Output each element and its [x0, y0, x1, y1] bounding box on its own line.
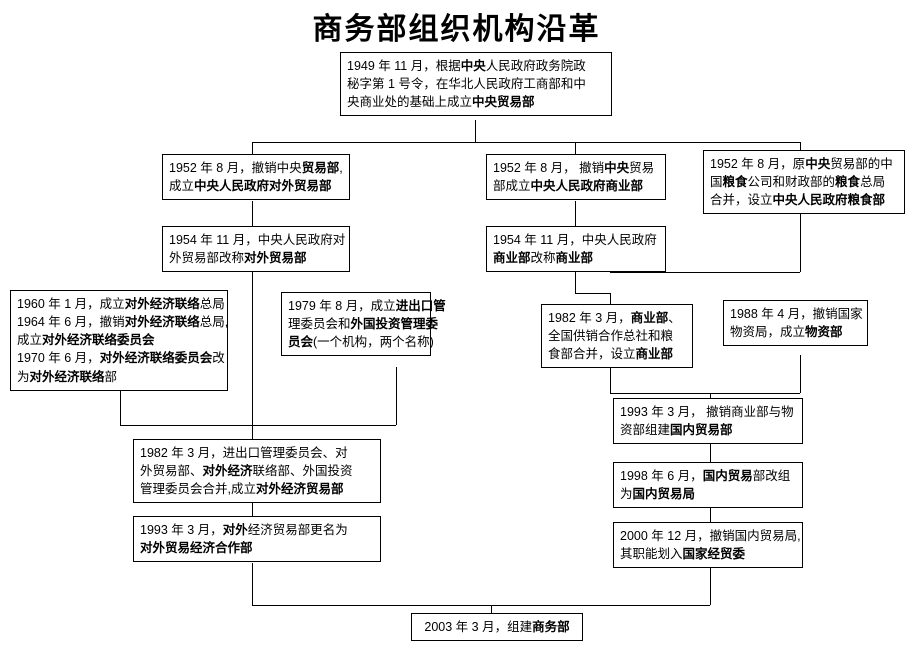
- node-line: 外贸易部、对外经济联络部、外国投资: [140, 464, 353, 479]
- node-1960-economic-liaison[interactable]: 1960 年 1 月，成立对外经济联络总局 1964 年 6 月，撤销对外经济联络…: [10, 290, 228, 391]
- node-line: 食部合并，设立商业部: [548, 347, 674, 362]
- node-line: 管理委员会合并,成立对外经济贸易部: [140, 482, 344, 497]
- node-1952-grain[interactable]: 1952 年 8 月，原中央贸易部的中国粮食公司和财政部的粮食总局合并，设立中央…: [703, 150, 905, 215]
- node-line: 国粮食公司和财政部的粮食总局: [710, 175, 886, 190]
- node-line: 1993 年 3 月， 撤销商业部与物: [620, 405, 794, 419]
- node-line: 成立中央人民政府对外贸易部: [169, 179, 332, 194]
- node-line: 员会(一个机构，两个名称): [288, 335, 434, 350]
- node-line: 1970 年 6 月，对外经济联络委员会改: [17, 351, 225, 366]
- node-line: 1952 年 8 月， 撤销中央贸易: [493, 161, 655, 175]
- connector-foreign-1982-to-1993: [252, 500, 253, 516]
- node-line: 合并，设立中央人民政府粮食部: [710, 193, 886, 208]
- connector-drop-commerce-1952: [575, 142, 576, 154]
- node-1988-material[interactable]: 1988 年 4 月，撤销国家物资局，成立物资部: [723, 300, 868, 347]
- connector-drop-foreign-1952: [252, 142, 253, 154]
- node-line: 外贸易部改称对外贸易部: [169, 251, 307, 266]
- node-1949-central-trade[interactable]: 1949 年 11 月，根据中央人民政府政务院政秘字第 1 号令，在华北人民政府…: [340, 52, 612, 117]
- node-1954-foreign-trade[interactable]: 1954 年 11 月，中央人民政府对外贸易部改称对外贸易部: [162, 226, 350, 273]
- node-2000-state-economic-trade[interactable]: 2000 年 12 月，撤销国内贸易局, 其职能划入国家经贸委: [613, 522, 803, 569]
- node-1979-import-export-committee[interactable]: 1979 年 8 月，成立进出口管理委员会和外国投资管理委员会(一个机构，两个名…: [281, 292, 446, 357]
- node-line: 物资局，成立物资部: [730, 325, 843, 340]
- connector-foreign-1993-down: [252, 563, 253, 605]
- connector-grain-down: [800, 212, 801, 272]
- connector-grain-across: [610, 272, 800, 273]
- connector-domestic-1998-to-2000: [710, 506, 711, 522]
- connector-domestic-2000-down: [710, 568, 711, 605]
- node-1954-commerce[interactable]: 1954 年 11 月，中央人民政府商业部改称商业部: [486, 226, 666, 273]
- connector-liaison-down: [120, 385, 121, 425]
- connector-into-1982-foreign: [252, 425, 253, 439]
- node-1993-domestic-trade[interactable]: 1993 年 3 月， 撤销商业部与物资部组建国内贸易部: [613, 398, 803, 445]
- node-line: 1982 年 3 月，进出口管理委员会、对: [140, 446, 348, 460]
- node-line: 2000 年 12 月，撤销国内贸易局,: [620, 529, 801, 543]
- connector-commerce-1954-down: [575, 271, 576, 293]
- connector-drop-grain-1952: [800, 142, 801, 150]
- connector-liaison-across: [120, 425, 252, 426]
- node-line: 1952 年 8 月，原中央贸易部的中: [710, 157, 893, 171]
- connector-root-stem: [475, 120, 476, 142]
- node-line: 1964 年 6 月，撤销对外经济联络总局,: [17, 315, 229, 330]
- connector-commerce-into-1982: [610, 293, 611, 304]
- node-line: 秘字第 1 号令，在华北人民政府工商部和中: [347, 77, 586, 92]
- node-line: 为国内贸易局: [620, 487, 696, 502]
- connector-commerce-1954-across: [575, 293, 610, 294]
- node-1982-foreign-economic-trade[interactable]: 1982 年 3 月，进出口管理委员会、对外贸易部、对外经济联络部、外国投资管理…: [133, 439, 381, 504]
- node-1952-foreign-trade[interactable]: 1952 年 8 月，撤销中央贸易部, 成立中央人民政府对外贸易部: [162, 154, 350, 201]
- connector-1982-commerce-down: [610, 363, 611, 393]
- connector-domestic-1993-to-1998: [710, 444, 711, 462]
- node-line: 1954 年 11 月，中央人民政府对: [169, 233, 346, 247]
- node-line: 1960 年 1 月，成立对外经济联络总局: [17, 297, 225, 311]
- page-title: 商务部组织机构沿革: [312, 12, 601, 47]
- connector-1988-down: [800, 355, 801, 393]
- node-line: 对外贸易经济合作部: [140, 541, 253, 556]
- connector-import-across: [252, 425, 396, 426]
- connector-1982-to-1993-across: [610, 393, 710, 394]
- node-line: 资部组建国内贸易部: [620, 423, 733, 438]
- node-line: 为对外经济联络部: [17, 369, 118, 384]
- node-line: 理委员会和外国投资管理委: [288, 317, 439, 332]
- node-1952-commerce[interactable]: 1952 年 8 月， 撤销中央贸易部成立中央人民政府商业部: [486, 154, 666, 201]
- node-1998-domestic-trade-bureau[interactable]: 1998 年 6 月，国内贸易部改组为国内贸易局: [613, 462, 803, 509]
- node-line: 1949 年 11 月，根据中央人民政府政务院政: [347, 59, 586, 73]
- node-line: 1993 年 3 月，对外经济贸易部更名为: [140, 523, 348, 537]
- connector-into-2003: [491, 605, 492, 613]
- node-line: 2003 年 3 月，组建商务部: [424, 620, 570, 634]
- connector-foreign-1952-to-1954: [252, 201, 253, 226]
- node-line: 1979 年 8 月，成立进出口管: [288, 299, 446, 313]
- connector-foreign-1954-to-1982: [252, 271, 253, 439]
- connector-into-1993-domestic: [710, 393, 711, 398]
- connector-bottom-bus: [252, 605, 710, 606]
- node-line: 部成立中央人民政府商业部: [493, 179, 644, 194]
- connector-commerce-1952-to-1954: [575, 201, 576, 226]
- node-2003-mofcom[interactable]: 2003 年 3 月，组建商务部: [411, 613, 583, 642]
- connector-1988-across: [710, 393, 800, 394]
- node-line: 1982 年 3 月，商业部、: [548, 311, 681, 325]
- node-line: 成立对外经济联络委员会: [17, 333, 155, 348]
- node-line: 全国供销合作总社和粮: [548, 329, 674, 344]
- node-line: 1952 年 8 月，撤销中央贸易部,: [169, 161, 343, 175]
- node-line: 其职能划入国家经贸委: [620, 547, 746, 562]
- node-line: 1998 年 6 月，国内贸易部改组: [620, 469, 791, 483]
- node-line: 商业部改称商业部: [493, 251, 594, 266]
- node-1993-foreign-trade-cooperation[interactable]: 1993 年 3 月，对外经济贸易部更名为对外贸易经济合作部: [133, 516, 381, 563]
- node-1982-commerce-merge[interactable]: 1982 年 3 月，商业部、全国供销合作总社和粮食部合并，设立商业部: [541, 304, 693, 369]
- node-line: 1954 年 11 月，中央人民政府: [493, 233, 657, 247]
- connector-root-bus: [252, 142, 800, 143]
- connector-import-down: [396, 367, 397, 425]
- node-line: 1988 年 4 月，撤销国家: [730, 307, 863, 321]
- node-line: 央商业处的基础上成立中央贸易部: [347, 95, 535, 110]
